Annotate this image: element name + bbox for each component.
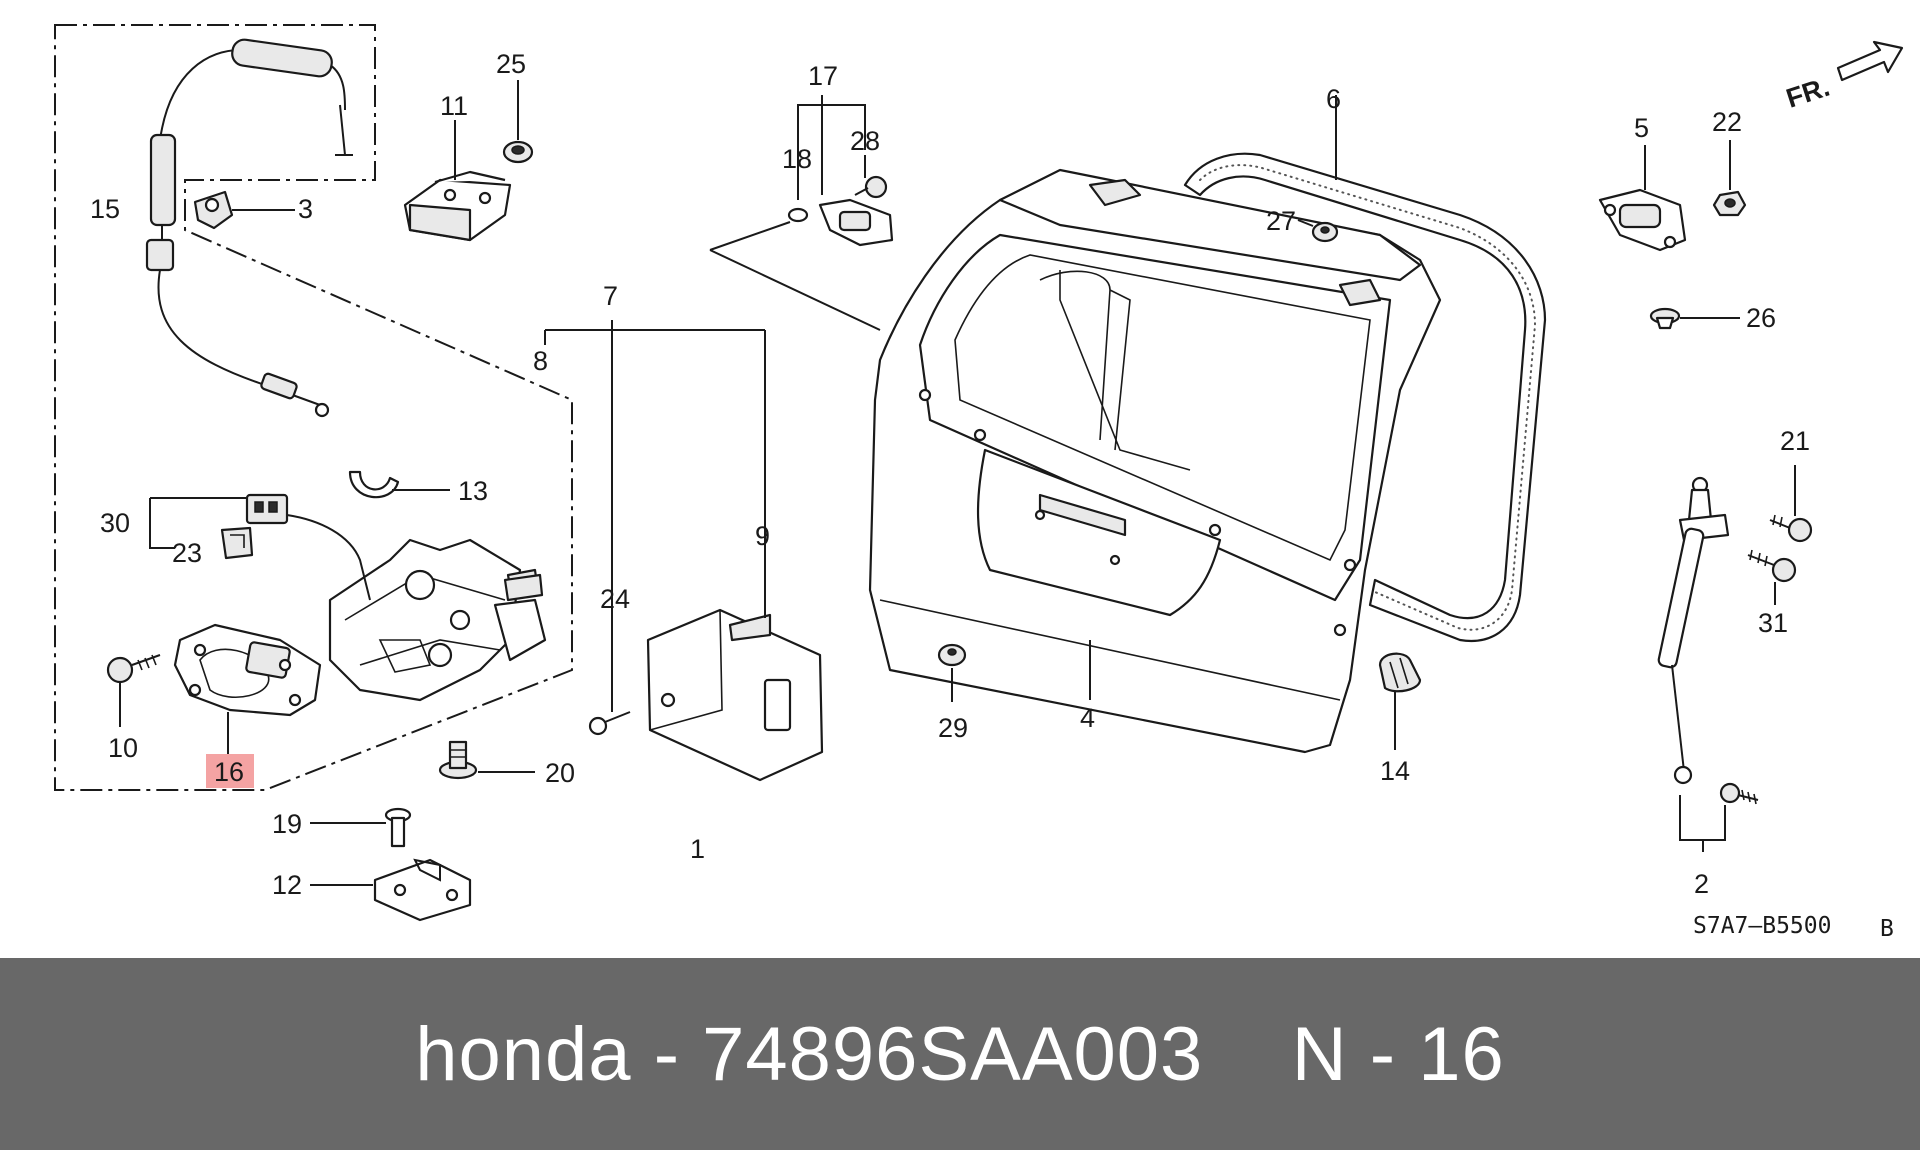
clip-part-3 xyxy=(193,190,295,230)
hinge-part-17 xyxy=(818,95,894,247)
callout-27: 27 xyxy=(1266,206,1296,236)
callout-3: 3 xyxy=(298,194,313,224)
bolt-part-31 xyxy=(1747,549,1797,605)
bracket-30-23 xyxy=(149,498,175,549)
part-number-footer: honda - 74896SAA003 N - 16 xyxy=(0,958,1920,1150)
callout-26: 26 xyxy=(1746,303,1776,333)
diagram-code: S7A7—B5500 xyxy=(1693,913,1831,939)
control-unit-part-9 xyxy=(544,329,824,782)
connector-part-30 xyxy=(150,493,371,601)
callout-labels: 1 2 3 4 5 6 7 8 9 10 11 12 13 14 15 16 1… xyxy=(90,49,1810,900)
tailgate-part-4 xyxy=(868,168,1442,754)
lock-assembly-frame xyxy=(54,24,573,791)
lock-connector xyxy=(503,573,544,602)
callout-25: 25 xyxy=(496,49,526,79)
washer-part-18 xyxy=(787,207,809,223)
striker-part-12 xyxy=(310,858,472,922)
callout-31: 31 xyxy=(1758,608,1788,638)
callout-21: 21 xyxy=(1780,426,1810,456)
callout-9: 9 xyxy=(755,521,770,551)
cushion-part-14 xyxy=(1378,652,1422,750)
grommet-part-25 xyxy=(502,80,534,164)
callout-17: 17 xyxy=(808,61,838,91)
screw-part-24 xyxy=(588,320,631,736)
callout-28: 28 xyxy=(850,126,880,156)
callout-16: 16 xyxy=(214,757,244,787)
clip-part-26 xyxy=(1649,307,1740,330)
footer-text: honda - 74896SAA003 N - 16 xyxy=(415,1011,1505,1097)
callout-18: 18 xyxy=(782,144,812,174)
opener-switch-part-11 xyxy=(403,120,512,242)
callout-22: 22 xyxy=(1712,107,1742,137)
clip-part-23 xyxy=(220,526,254,560)
weatherstrip-part-6 xyxy=(1183,95,1547,642)
front-direction-arrow-icon: FR. xyxy=(1783,40,1904,114)
callout-19: 19 xyxy=(272,809,302,839)
clip-part-27 xyxy=(1297,219,1339,243)
parts-diagram: FR. 1 2 3 4 5 6 7 8 9 10 11 12 13 14 15 xyxy=(54,24,1904,942)
hinge-leader xyxy=(709,221,881,331)
handle-bracket-part-16 xyxy=(173,623,322,757)
bracket-1-2 xyxy=(1679,795,1726,852)
callout-14: 14 xyxy=(1380,756,1410,786)
gas-strut-part-1 xyxy=(1657,476,1730,785)
callout-2: 2 xyxy=(1694,869,1709,899)
cushion-part-29 xyxy=(937,643,967,702)
hinge-part-5 xyxy=(1598,145,1687,252)
bolt-part-20 xyxy=(438,740,535,780)
callout-23: 23 xyxy=(172,538,202,568)
callout-4: 4 xyxy=(1080,703,1095,733)
callout-10: 10 xyxy=(108,733,138,763)
bolt-part-19 xyxy=(310,807,412,848)
parts-diagram-svg: FR. 1 2 3 4 5 6 7 8 9 10 11 12 13 14 15 xyxy=(54,24,1904,942)
callout-29: 29 xyxy=(938,713,968,743)
callout-8: 8 xyxy=(533,346,548,376)
callout-15: 15 xyxy=(90,194,120,224)
bracket-17-18-28 xyxy=(797,104,866,200)
bolt-part-10 xyxy=(106,654,161,727)
ball-stud-part-21 xyxy=(1769,465,1813,543)
ball-stud-lower xyxy=(1719,782,1759,805)
callout-13: 13 xyxy=(458,476,488,506)
callout-1: 1 xyxy=(690,834,705,864)
callout-20: 20 xyxy=(545,758,575,788)
callout-6: 6 xyxy=(1326,84,1341,114)
tailgate-lock-part-8 xyxy=(328,538,547,702)
cable-assembly-part-15 xyxy=(145,38,353,418)
callout-5: 5 xyxy=(1634,113,1649,143)
callout-11: 11 xyxy=(440,91,468,121)
nut-part-22 xyxy=(1712,140,1747,217)
callout-7: 7 xyxy=(603,281,618,311)
clip-part-13 xyxy=(348,470,450,499)
callout-12: 12 xyxy=(272,870,302,900)
callout-30: 30 xyxy=(100,508,130,538)
front-direction-label: FR. xyxy=(1783,72,1834,114)
highlight-marker xyxy=(206,754,254,788)
callout-24: 24 xyxy=(600,584,630,614)
bolt-part-28 xyxy=(854,155,888,199)
diagram-code-suffix: B xyxy=(1880,916,1894,942)
